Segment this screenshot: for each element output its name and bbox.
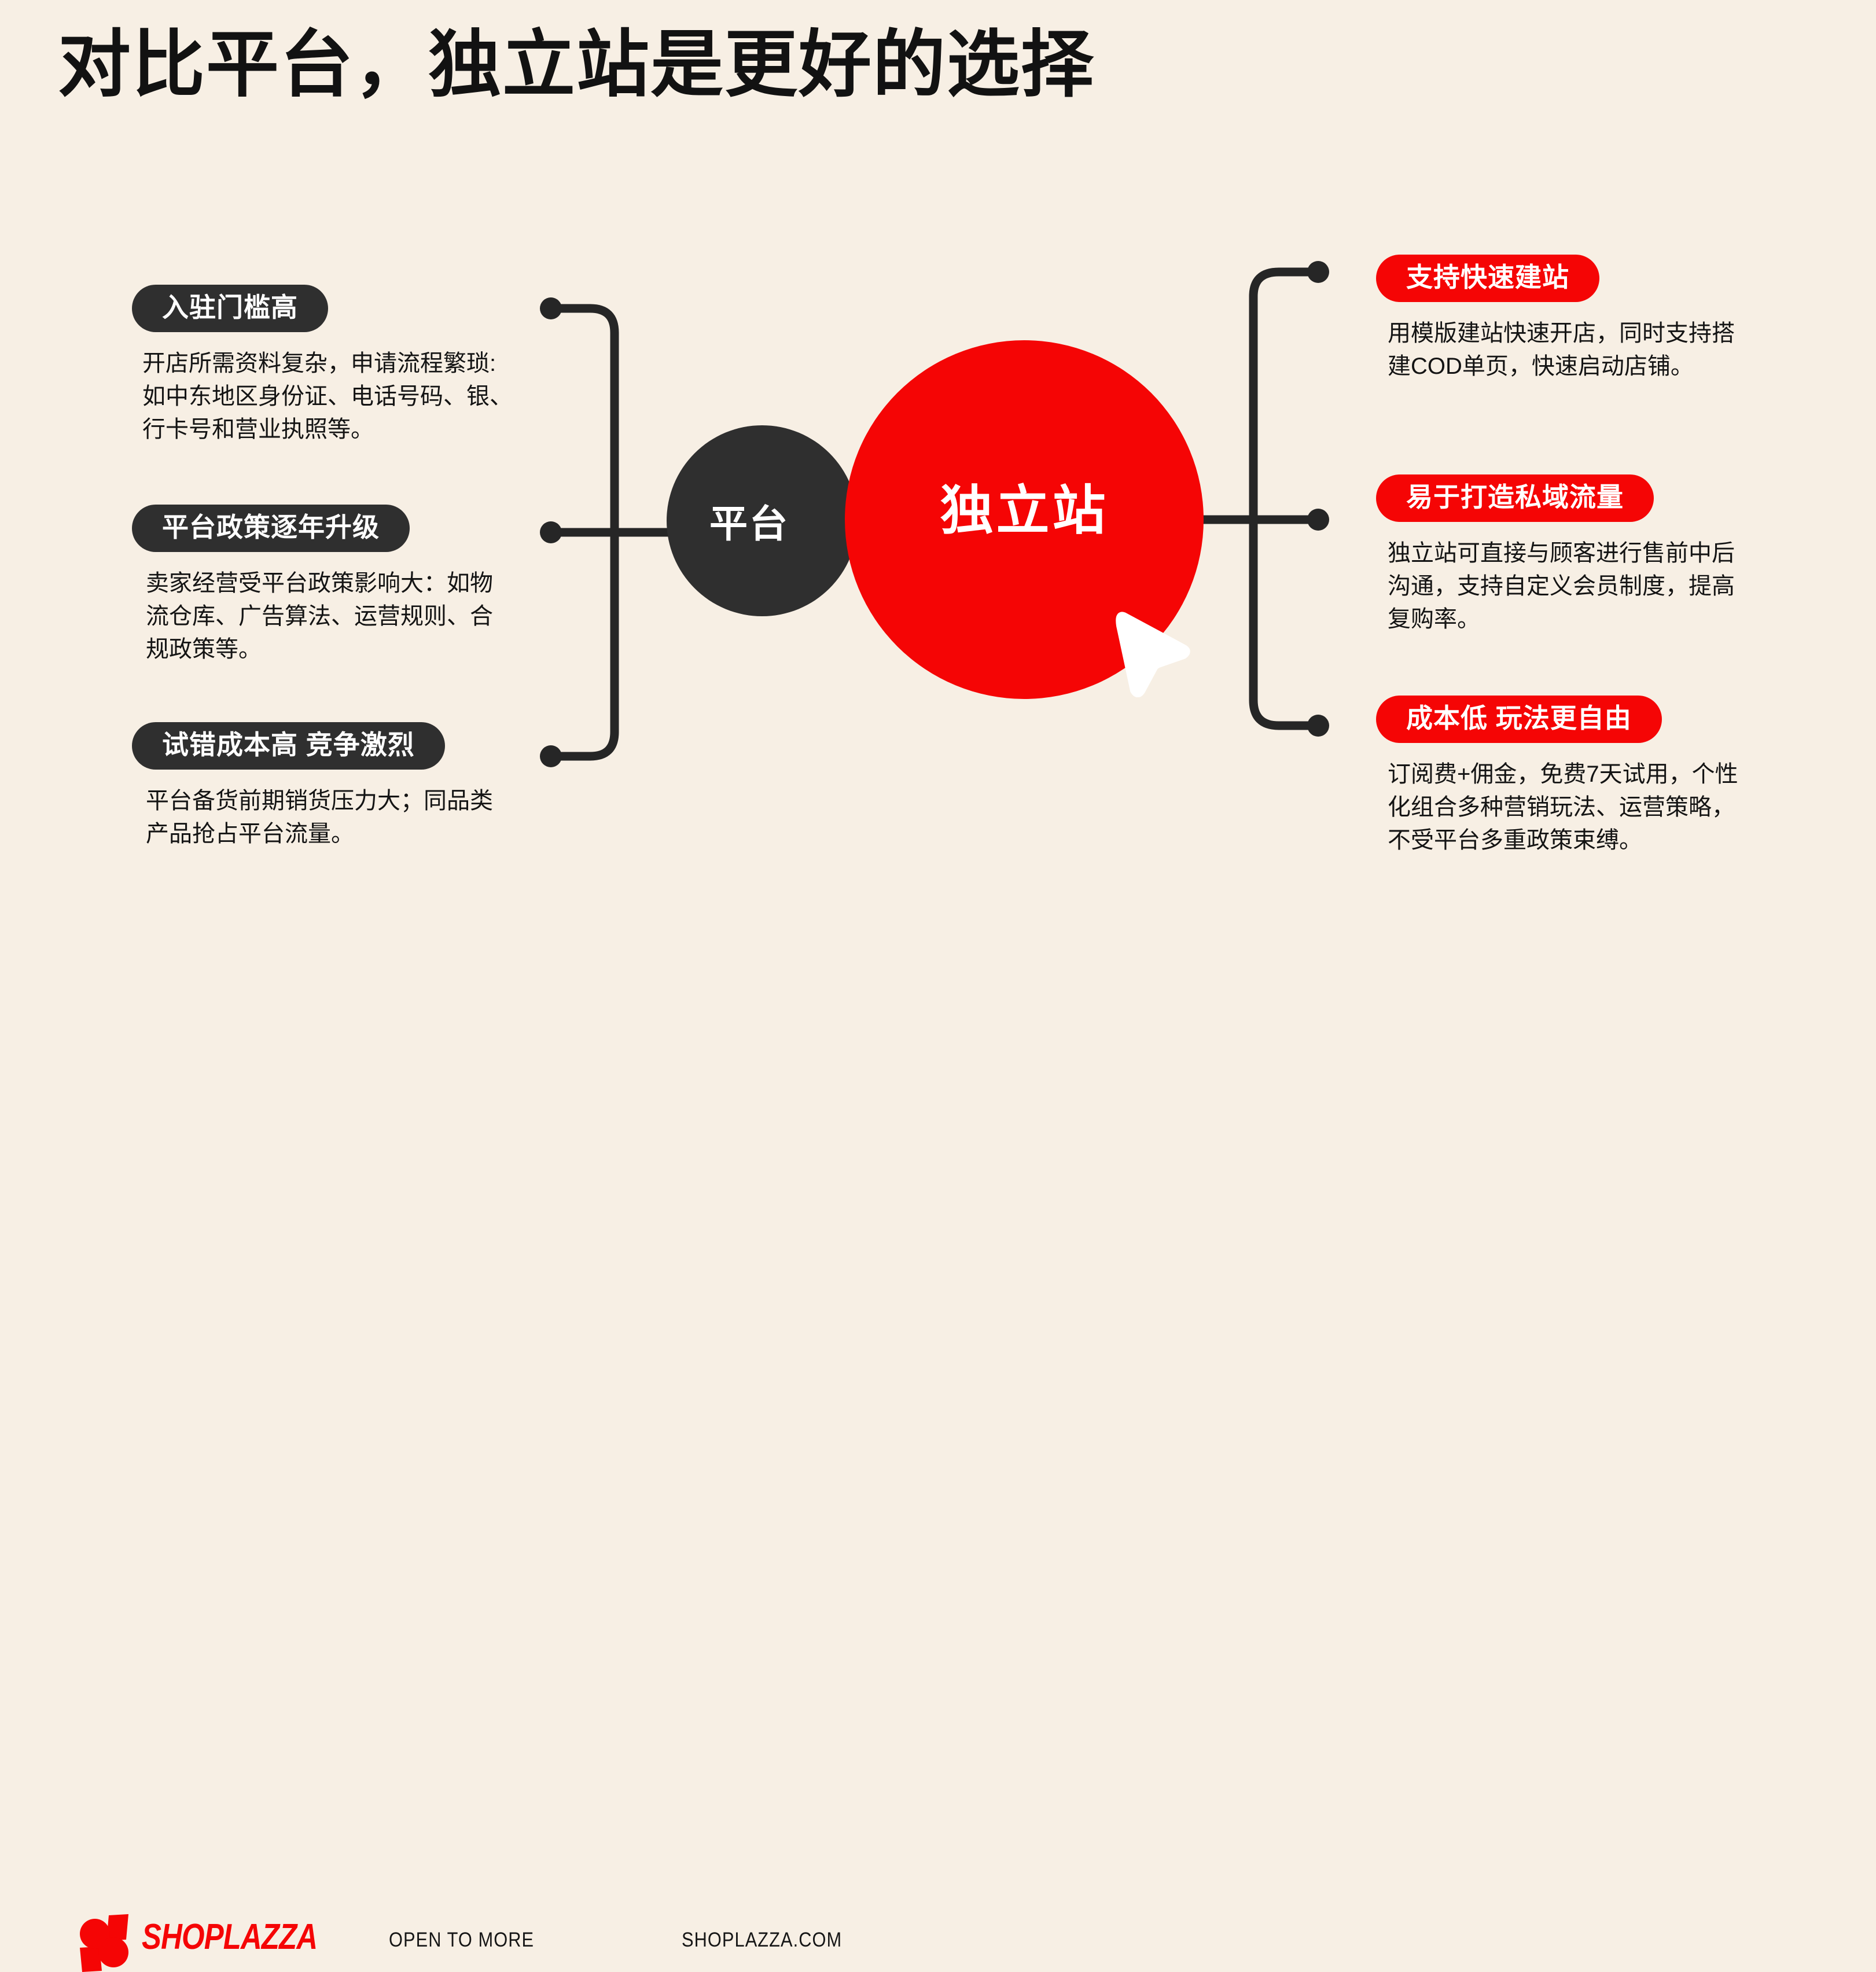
right-item-0: 支持快速建站 用模版建站快速开店，同时支持搭 建COD单页，快速启动店铺。: [1376, 255, 1781, 383]
platform-circle: 平台: [667, 425, 858, 616]
infographic-canvas: 对比平台，独立站是更好的选择 平台 独立站 入驻门槛高 开店所需资料复杂，申请流: [0, 24, 1876, 1972]
right-item-1-body: 独立站可直接与顾客进行售前中后 沟通，支持自定义会员制度，提高 复购率。: [1388, 540, 1735, 632]
left-item-1-body: 卖家经营受平台政策影响大：如物 流仓库、广告算法、运营规则、合 规政策等。: [146, 571, 493, 662]
connector-dot-right-3: [1307, 715, 1329, 737]
left-item-1: 平台政策逐年升级 卖家经营受平台政策影响大：如物 流仓库、广告算法、运营规则、合…: [132, 505, 539, 666]
right-item-1: 易于打造私域流量 独立站可直接与顾客进行售前中后 沟通，支持自定义会员制度，提高…: [1376, 474, 1781, 636]
left-item-1-pill[interactable]: 平台政策逐年升级: [132, 505, 410, 553]
connector-dot-left-1: [540, 297, 562, 319]
page-title: 对比平台，独立站是更好的选择: [58, 24, 1095, 105]
left-item-2: 试错成本高 竞争激烈 平台备货前期销货压力大；同品类 产品抢占平台流量。: [132, 722, 539, 851]
shoplazza-wordmark: SHOPLAZZA: [142, 1917, 318, 1957]
left-item-0-pill[interactable]: 入驻门槛高: [132, 285, 328, 333]
right-item-2: 成本低 玩法更自由 订阅费+佣金，免费7天试用，个性 化组合多种营销玩法、运营策…: [1376, 696, 1781, 857]
left-item-0: 入驻门槛高 开店所需资料复杂，申请流程繁琐: 如中东地区身份证、电话号码、银、 …: [132, 285, 536, 446]
right-item-2-pill[interactable]: 成本低 玩法更自由: [1376, 696, 1662, 744]
shoplazza-s-mark-icon: [80, 1914, 128, 1972]
independent-site-circle-label: 独立站: [940, 481, 1109, 540]
footer-url[interactable]: SHOPLAZZA.COM: [682, 1929, 843, 1951]
cursor-arrow-icon: [1116, 612, 1190, 697]
right-item-0-body: 用模版建站快速开店，同时支持搭 建COD单页，快速启动店铺。: [1388, 321, 1735, 380]
connector-dot-right-2: [1307, 509, 1329, 531]
footer-tagline: OPEN TO MORE: [389, 1929, 535, 1951]
left-item-0-body: 开店所需资料复杂，申请流程繁琐: 如中东地区身份证、电话号码、银、 行卡号和营业…: [142, 351, 513, 442]
left-item-2-pill[interactable]: 试错成本高 竞争激烈: [132, 722, 445, 770]
connector-dot-left-3: [540, 745, 562, 767]
right-item-2-body: 订阅费+佣金，免费7天试用，个性 化组合多种营销玩法、运营策略， 不受平台多重政…: [1388, 761, 1738, 853]
footer: SHOPLAZZA OPEN TO MORE SHOPLAZZA.COM: [0, 949, 1876, 1972]
platform-circle-label: 平台: [709, 502, 789, 545]
connector-dot-right-1: [1307, 261, 1329, 283]
connector-dot-left-2: [540, 521, 562, 543]
right-item-1-pill[interactable]: 易于打造私域流量: [1376, 474, 1654, 523]
right-item-0-pill[interactable]: 支持快速建站: [1376, 255, 1599, 303]
left-item-2-body: 平台备货前期销货压力大；同品类 产品抢占平台流量。: [146, 788, 493, 847]
